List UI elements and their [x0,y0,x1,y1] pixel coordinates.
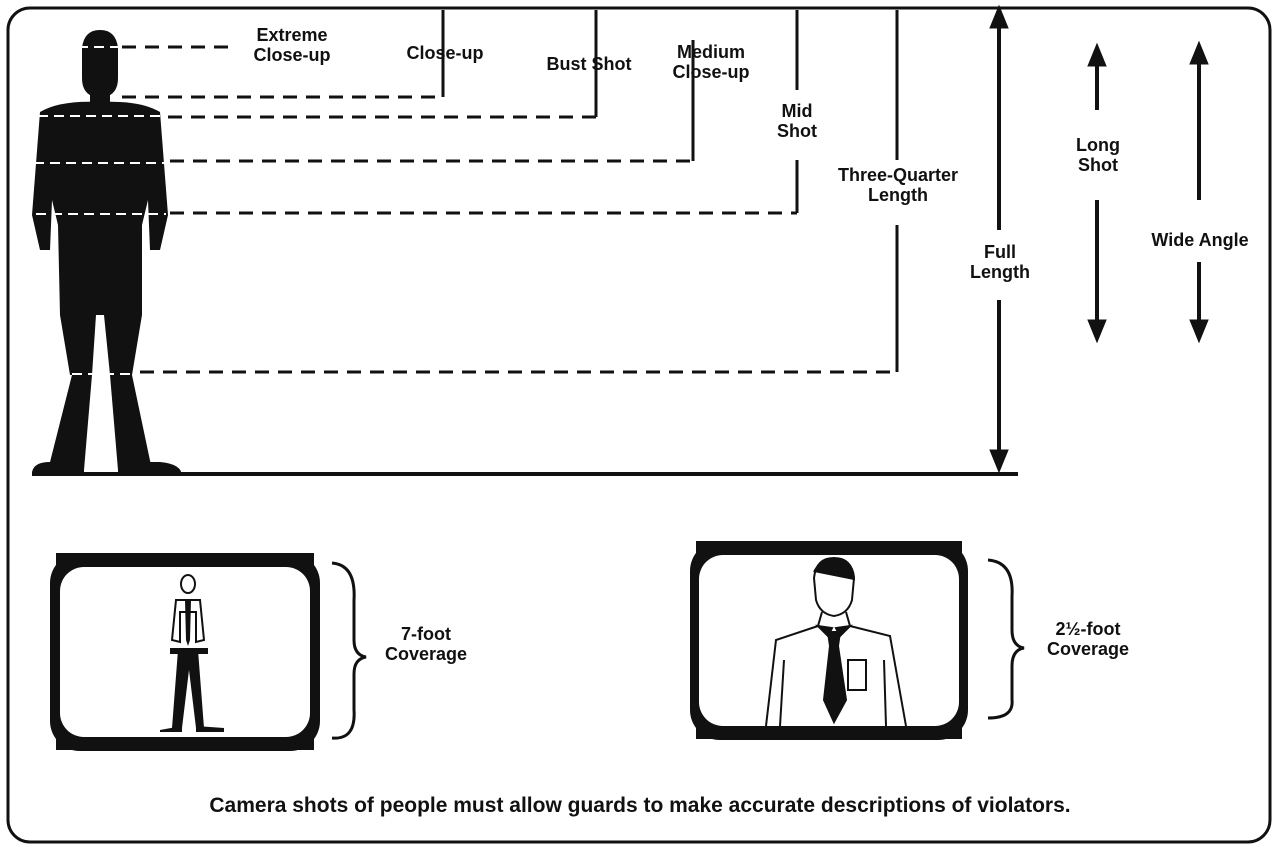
label-long-shot: Long Shot [1058,135,1138,176]
coverage-brace-left [331,561,367,740]
bust-figure [765,556,907,727]
label-mid-shot-line1: Mid [781,101,813,121]
monitor-full-figure [50,553,320,751]
shot-guide-dashes [122,45,897,374]
label-full-length-line2: Length [970,261,1030,282]
wide-angle-arrow [1189,40,1209,344]
coverage-7-foot-line2: Coverage [384,643,468,664]
label-mid-shot-line2: Shot [777,120,817,141]
shot-bracket-lines [441,10,899,372]
label-coverage-2-5-foot: 2½-foot Coverage [1030,619,1146,660]
label-extreme-close-up: Extreme Close-up [236,25,348,66]
coverage-brace-right [987,558,1025,720]
label-full-length: Full Length [956,242,1044,283]
label-long-shot-line2: Shot [1078,154,1118,175]
long-shot-arrow [1087,42,1107,344]
label-bust-shot: Bust Shot [546,54,632,74]
small-standing-figure [160,574,224,732]
label-mid-shot: Mid Shot [758,101,836,142]
full-length-arrow [989,4,1009,474]
label-medium-close-up: Medium Close-up [654,42,768,83]
label-three-quarter-line1: Three-Quarter [837,165,959,185]
label-medium-close-up-line1: Medium [676,42,745,62]
label-close-up: Close-up [406,43,484,63]
silhouette-cut-lines [34,46,166,375]
label-medium-close-up-line2: Close-up [672,61,750,82]
monitor-half-figure [690,541,968,740]
label-extreme-close-up-line2: Close-up [253,44,331,65]
label-long-shot-line1: Long [1076,135,1120,155]
diagram-caption: Camera shots of people must allow guards… [209,794,1071,817]
label-three-quarter-length: Three-Quarter Length [816,165,980,206]
label-extreme-close-up-line1: Extreme [256,25,328,45]
coverage-7-foot-line1: 7-foot [401,624,451,644]
coverage-2-5-foot-line1: 2½-foot [1055,619,1121,639]
label-three-quarter-line2: Length [868,184,928,205]
label-wide-angle: Wide Angle [1151,230,1249,250]
standing-figure-silhouette [32,30,182,476]
label-coverage-7-foot: 7-foot Coverage [372,624,480,665]
outer-frame [6,6,1272,844]
coverage-2-5-foot-line2: Coverage [1046,638,1130,659]
label-full-length-line1: Full [984,242,1016,262]
